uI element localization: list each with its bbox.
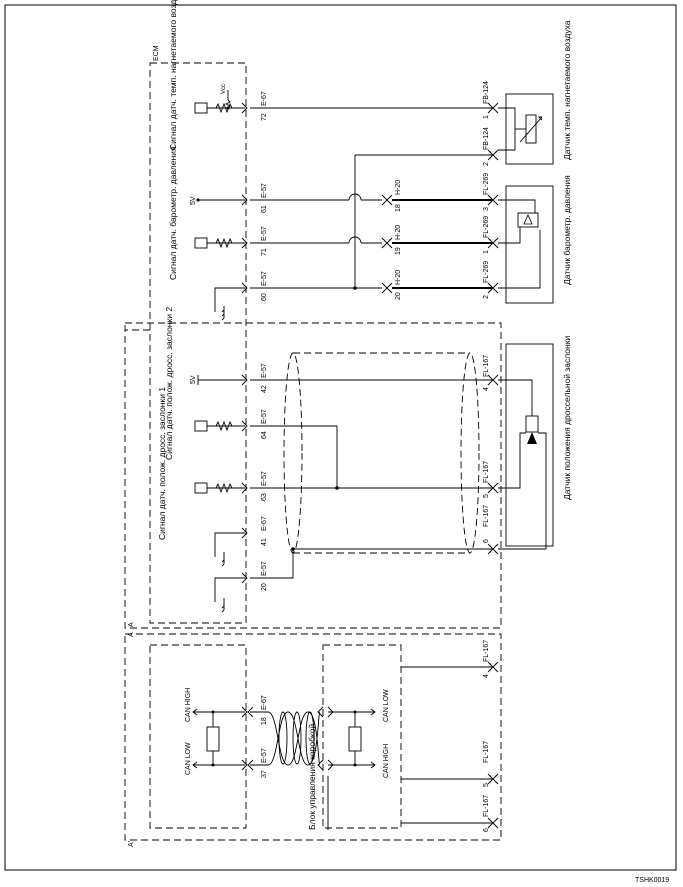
iat-signal-label: Сигнал датч. темп. нагнетаемого воздуха [168,0,178,150]
connector-code: FL-167 [483,741,490,763]
ecm-outline [124,62,502,841]
connector-code: FB-124 [483,81,490,104]
connector-code: E-57 [261,748,268,763]
harness-code: H-20 [395,180,402,195]
ecm-signal-labels: Сигнал датч. темп. нагнетаемого воздуха … [157,0,227,540]
pin-number: 61 [261,205,268,213]
pin-number: 64 [261,431,268,439]
can-low-label: CAN LOW [383,689,390,722]
pin-number: 6 [483,828,490,832]
vcc-label: Vcc [221,84,227,94]
pin-number: 63 [261,493,268,501]
diagram-code: TSHK0019 [635,877,669,884]
pin-labels: 72 E-67 61 E-57 71 E-57 60 E-57 42 E-57 … [261,81,490,832]
pin-number: 2 [483,295,490,299]
pin-number: 37 [261,770,268,778]
tps2-signal-label: Сигнал датч. полож. дросс. заслонки 2 [164,307,174,460]
harness-pin: 19 [395,247,402,255]
tps-sensor [498,343,554,550]
connector-code: E-57 [261,409,268,424]
connector-code: FL-167 [483,461,490,483]
harness-wires [250,107,492,824]
connector-code: E-57 [261,226,268,241]
connector-code: E-57 [261,471,268,486]
connector-code: FL-167 [483,505,490,527]
tps-sensor-label: Датчик положения дроссельной заслонки [562,336,572,500]
pin-number: 6 [483,539,490,543]
ecm-internal-circuits [192,90,245,769]
connector-code: FL-269 [483,261,490,283]
baro-signal-label: Сигнал датч. барометр. давления [168,146,178,280]
ecm-title: ECM [153,45,160,61]
diagram-frame [4,4,677,871]
connector-code: E-57 [261,183,268,198]
harness-code: H-20 [395,270,402,285]
five-volt-label: 5V [190,375,197,384]
connector-code: E-67 [261,516,268,531]
section-marker-a: A [128,622,135,627]
connector-terminals [241,102,499,829]
tcu-label: Блок управления коробкой [307,724,317,830]
connector-code: E-57 [261,561,268,576]
can-low-label: CAN LOW [185,742,192,775]
connector-code: E-57 [261,271,268,286]
harness-pin: 20 [395,292,402,300]
baro-sensor-label: Датчик барометр. давления [562,175,572,285]
pin-number: 71 [261,248,268,256]
pin-number: 41 [261,538,268,546]
pin-number: 20 [261,583,268,591]
pin-number: 72 [261,113,268,121]
connector-code: FL-167 [483,355,490,377]
section-marker-a: A [128,632,135,637]
iat-sensor [498,93,554,165]
pin-number: 42 [261,385,268,393]
harness-pin: 18 [395,204,402,212]
connector-code: FL-167 [483,795,490,817]
pin-number: 18 [261,717,268,725]
connector-code: FL-269 [483,173,490,195]
pin-number: 2 [483,162,490,166]
connector-code: FL-167 [483,640,490,662]
can-high-label: CAN HIGH [383,744,390,778]
iat-sensor-label: Датчик темп. нагнетаемого воздуха [562,20,572,160]
pin-number: 1 [483,115,490,119]
can-high-label: CAN HIGH [185,688,192,722]
five-volt-label: 5V [190,196,197,205]
pin-number: 5 [483,494,490,498]
connector-code: E-67 [261,91,268,106]
baro-sensor [498,185,554,304]
pin-number: 4 [483,674,490,678]
section-marker-a-prime: A' [128,841,135,847]
harness-code: H-20 [395,225,402,240]
pin-number: 3 [483,207,490,211]
tps1-signal-label: Сигнал датч. полож. дросс. заслонки 1 [157,387,167,540]
connector-code: E-57 [261,363,268,378]
connector-code: E-67 [261,695,268,710]
connector-code: FL-269 [483,216,490,238]
pin-number: 5 [483,783,490,787]
can-labels: CAN HIGH CAN LOW CAN LOW CAN HIGH Блок у… [185,688,390,830]
pin-number: 60 [261,293,268,301]
pin-number: 4 [483,387,490,391]
connector-code: FB-124 [483,127,490,150]
pin-number: 1 [483,250,490,254]
